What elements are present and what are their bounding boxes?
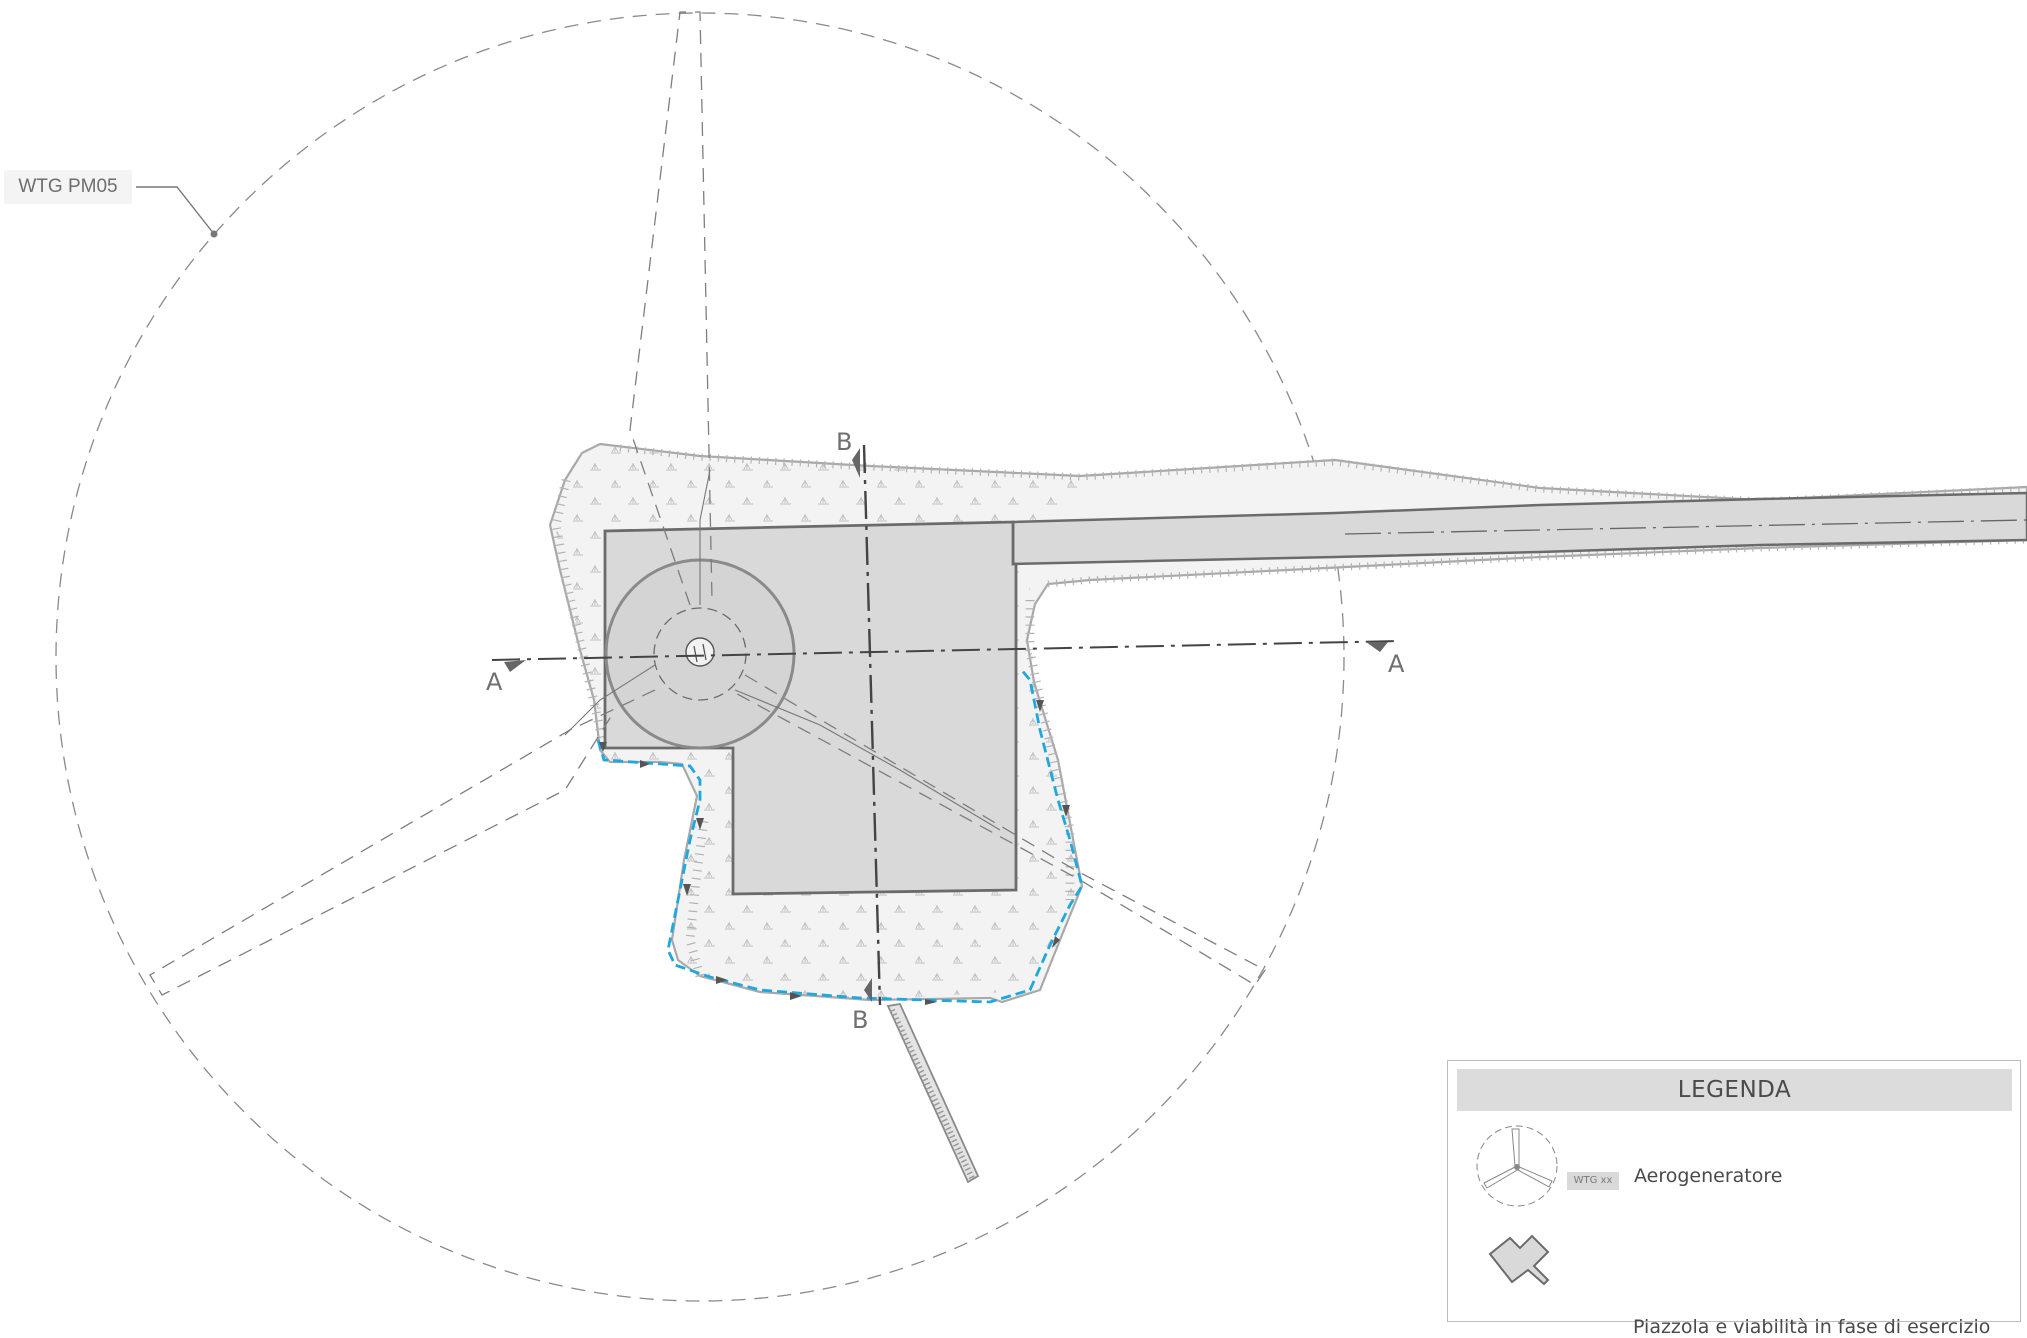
- drainage-ditch: [596, 667, 1084, 1004]
- tower-axis-marker: [685, 637, 715, 667]
- rotor-blades: [149, 11, 1266, 996]
- slope-ticks: [551, 444, 2027, 978]
- site-plan-drawing: A A B B: [55, 11, 2027, 1302]
- road-centerline: [1344, 519, 2027, 535]
- platform-road-icon: [1488, 1234, 1550, 1286]
- rotor-swept-circle: [55, 12, 1345, 1302]
- legend-platform-label: Piazzola e viabilità in fase di esercizi…: [1633, 1316, 1991, 1338]
- access-road: [1011, 491, 2027, 566]
- wind-turbine-icon: [1476, 1125, 1558, 1207]
- legend-title: LEGENDA: [1457, 1069, 2012, 1111]
- culvert-strip: [886, 1002, 980, 1184]
- section-line-a: [491, 640, 1401, 661]
- drainage-arrows: [599, 700, 1070, 1005]
- turbine-tag: WTG PM05: [4, 170, 132, 204]
- section-b-label-top: B: [836, 428, 852, 456]
- legend-turbine-tag: WTG xx: [1567, 1172, 1619, 1190]
- legend-panel: LEGENDA WTG xx Aerogeneratore Piazzola e…: [1447, 1060, 2021, 1338]
- section-b-label-bottom: B: [852, 1006, 868, 1034]
- legend-turbine-label: Aerogeneratore: [1634, 1165, 1783, 1187]
- section-a-label-right: A: [1388, 650, 1405, 678]
- legend-item-turbine: WTG xx Aerogeneratore: [1448, 1121, 2020, 1211]
- section-a-label-left: A: [486, 668, 503, 696]
- section-line-b: [862, 444, 882, 1006]
- turbine-tag-leader: [136, 186, 215, 235]
